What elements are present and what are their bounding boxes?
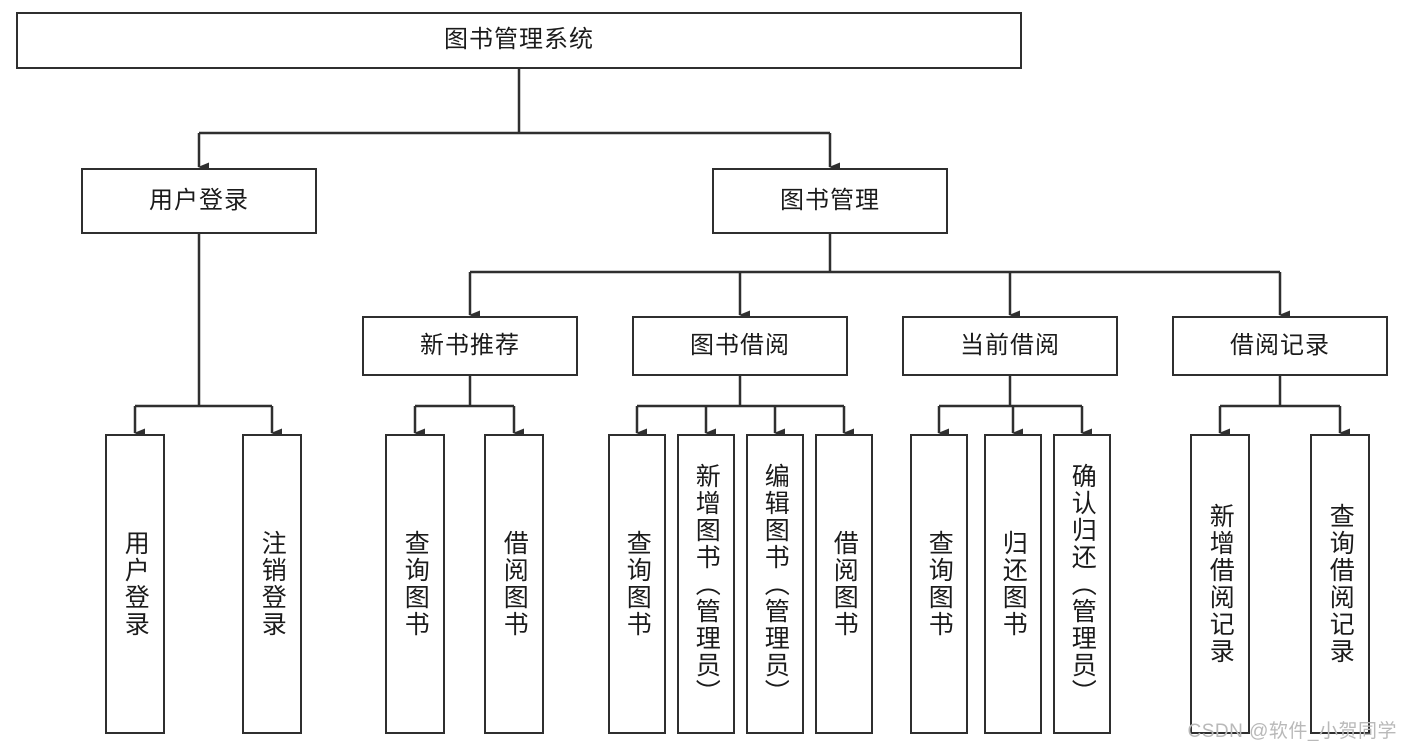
node-leaf-confirm-return[interactable]: 确认归还（管理员）: [1053, 434, 1111, 734]
node-book-manage[interactable]: 图书管理: [712, 168, 948, 234]
node-label-leaf-return-book: 归还图书: [999, 530, 1028, 638]
node-label-leaf-borrow-book-rec: 借阅图书: [500, 530, 529, 638]
node-leaf-borrow-book-rec[interactable]: 借阅图书: [484, 434, 544, 734]
node-leaf-add-book[interactable]: 新增图书（管理员）: [677, 434, 735, 734]
node-leaf-edit-book[interactable]: 编辑图书（管理员）: [746, 434, 804, 734]
node-label-book-borrow: 图书借阅: [690, 331, 790, 359]
node-leaf-query-book-borrow[interactable]: 查询图书: [608, 434, 666, 734]
node-leaf-query-record[interactable]: 查询借阅记录: [1310, 434, 1370, 734]
node-leaf-borrow-book[interactable]: 借阅图书: [815, 434, 873, 734]
node-label-leaf-confirm-return: 确认归还（管理员）: [1068, 462, 1097, 706]
node-new-book-rec[interactable]: 新书推荐: [362, 316, 578, 376]
node-label-leaf-query-book-rec: 查询图书: [401, 530, 430, 638]
node-leaf-add-record[interactable]: 新增借阅记录: [1190, 434, 1250, 734]
node-label-leaf-add-record: 新增借阅记录: [1206, 503, 1235, 665]
node-label-leaf-query-record: 查询借阅记录: [1326, 503, 1355, 665]
node-label-current-borrow: 当前借阅: [960, 331, 1060, 359]
node-leaf-user-login[interactable]: 用户登录: [105, 434, 165, 734]
node-label-leaf-query-book-current: 查询图书: [925, 530, 954, 638]
node-label-leaf-logout: 注销登录: [258, 530, 287, 638]
node-label-root: 图书管理系统: [444, 26, 594, 54]
node-label-leaf-query-book-borrow: 查询图书: [623, 530, 652, 638]
node-label-leaf-user-login: 用户登录: [121, 530, 150, 638]
node-user-login[interactable]: 用户登录: [81, 168, 317, 234]
node-label-leaf-add-book: 新增图书（管理员）: [692, 462, 721, 706]
node-current-borrow[interactable]: 当前借阅: [902, 316, 1118, 376]
node-leaf-return-book[interactable]: 归还图书: [984, 434, 1042, 734]
node-label-book-manage: 图书管理: [780, 186, 880, 214]
node-leaf-query-book-current[interactable]: 查询图书: [910, 434, 968, 734]
node-book-borrow[interactable]: 图书借阅: [632, 316, 848, 376]
node-label-borrow-record: 借阅记录: [1230, 331, 1330, 359]
node-label-leaf-borrow-book: 借阅图书: [830, 530, 859, 638]
node-label-new-book-rec: 新书推荐: [420, 331, 520, 359]
node-root[interactable]: 图书管理系统: [16, 12, 1022, 69]
connector-lines: [133, 69, 1350, 438]
node-leaf-logout[interactable]: 注销登录: [242, 434, 302, 734]
node-borrow-record[interactable]: 借阅记录: [1172, 316, 1388, 376]
node-leaf-query-book-rec[interactable]: 查询图书: [385, 434, 445, 734]
node-label-user-login: 用户登录: [149, 186, 249, 214]
node-label-leaf-edit-book: 编辑图书（管理员）: [761, 462, 790, 706]
